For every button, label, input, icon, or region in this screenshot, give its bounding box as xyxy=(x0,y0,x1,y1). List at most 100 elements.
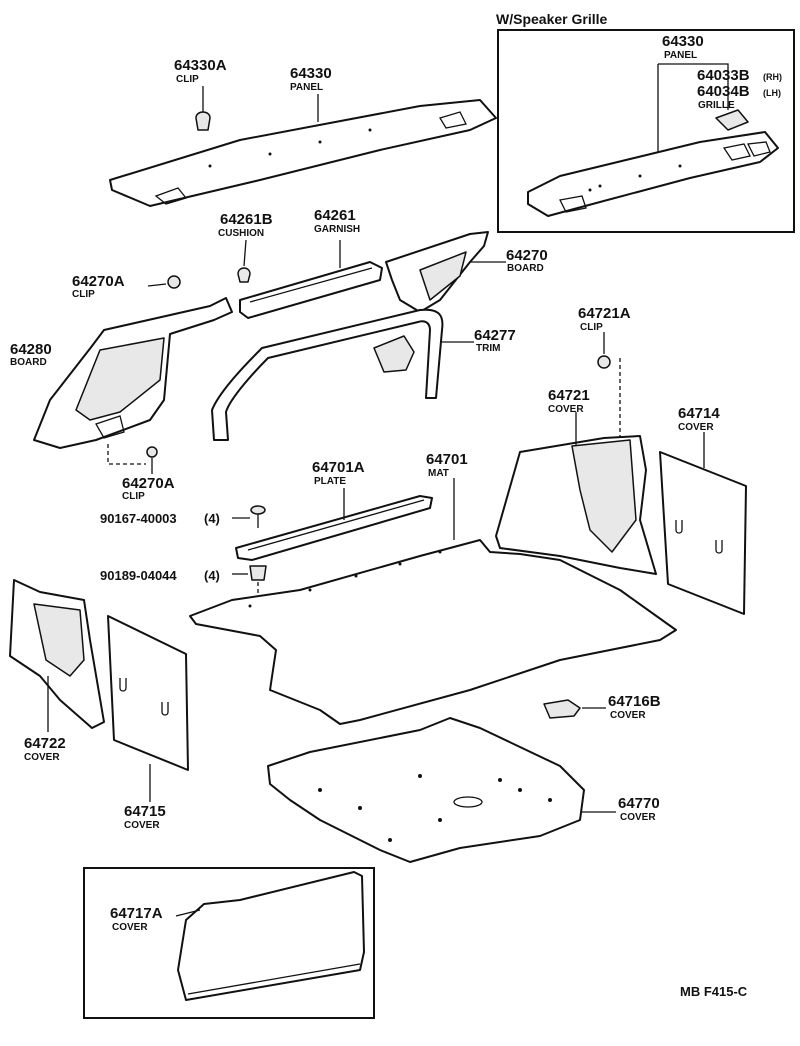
callout-64770: 64770 COVER xyxy=(618,795,660,823)
cover-64717A-inset: 64717A COVER xyxy=(83,867,375,1019)
cover-64716B: 64716B COVER xyxy=(543,693,661,721)
bottom-inset-frame xyxy=(83,867,375,1019)
svg-text:64034B: 64034B xyxy=(697,83,750,100)
garnish-64261: 64261B CUSHION 64261 GARNISH xyxy=(218,207,383,319)
svg-text:64701: 64701 xyxy=(426,451,468,468)
package-tray-panel: 64330A CLIP 64330 PANEL xyxy=(109,57,497,207)
svg-text:64717A: 64717A xyxy=(110,905,163,922)
callout-64330-inset: 64330 PANEL xyxy=(662,33,704,61)
svg-text:64770: 64770 xyxy=(618,795,660,812)
inset-title: W/Speaker Grille xyxy=(496,11,607,27)
speaker-grille-inset: W/Speaker Grille 64330 PANEL 64033B (RH)… xyxy=(496,11,795,233)
svg-text:64280: 64280 xyxy=(10,341,52,358)
callout-90167: 90167-40003 (4) xyxy=(100,511,220,526)
svg-text:PANEL: PANEL xyxy=(664,50,697,61)
svg-text:64330A: 64330A xyxy=(174,57,227,74)
mat-64701: 64701 MAT xyxy=(189,451,677,725)
svg-text:COVER: COVER xyxy=(610,710,646,721)
svg-text:64270: 64270 xyxy=(506,247,548,264)
svg-text:PLATE: PLATE xyxy=(314,476,346,487)
cover-64721: 64721A CLIP 64721 COVER xyxy=(495,305,657,575)
cover-64714: 64714 COVER xyxy=(659,405,747,615)
inset-frame xyxy=(497,29,795,233)
svg-text:CUSHION: CUSHION xyxy=(218,228,264,239)
svg-text:(4): (4) xyxy=(204,568,220,583)
screw-90167-icon xyxy=(232,505,266,528)
cushion-64261B-icon xyxy=(237,267,251,283)
inset-panel-shape xyxy=(527,131,779,217)
svg-text:64721: 64721 xyxy=(548,387,590,404)
callout-64270: 64270 BOARD xyxy=(506,247,548,274)
svg-text:64330: 64330 xyxy=(662,33,704,50)
svg-text:90189-04044: 90189-04044 xyxy=(100,568,177,583)
svg-text:64330: 64330 xyxy=(290,65,332,82)
callout-64280: 64280 BOARD xyxy=(10,341,52,368)
clip-64270A-top-icon xyxy=(147,275,181,289)
svg-text:64715: 64715 xyxy=(124,803,166,820)
svg-text:64714: 64714 xyxy=(678,405,720,422)
svg-text:64721A: 64721A xyxy=(578,305,631,322)
callout-64330A: 64330A CLIP xyxy=(174,57,227,85)
svg-text:BOARD: BOARD xyxy=(507,263,544,274)
callout-64701A: 64701A PLATE xyxy=(312,459,365,487)
callout-64717A: 64717A COVER xyxy=(110,905,163,933)
svg-text:GRILLE: GRILLE xyxy=(698,100,735,111)
svg-text:64722: 64722 xyxy=(24,735,66,752)
callout-64277: 64277 TRIM xyxy=(474,327,516,354)
board-64270: 64270 BOARD xyxy=(385,231,548,313)
callout-64714: 64714 COVER xyxy=(678,405,720,433)
board-64280: 64280 BOARD 64270A CLIP 64270A CLIP xyxy=(10,273,233,502)
callout-64270A-top: 64270A CLIP xyxy=(72,273,125,300)
callout-64721: 64721 COVER xyxy=(548,387,590,415)
svg-text:MAT: MAT xyxy=(428,468,449,479)
svg-text:64701A: 64701A xyxy=(312,459,365,476)
callout-64034B: 64034B (LH) GRILLE xyxy=(697,83,781,111)
trim-64277: 64277 TRIM xyxy=(211,308,516,441)
svg-text:TRIM: TRIM xyxy=(476,343,500,354)
callout-64721A: 64721A CLIP xyxy=(578,305,631,333)
clip-64721A-icon xyxy=(597,355,611,369)
drawing-code: MB F415-C xyxy=(680,984,748,999)
svg-text:64261B: 64261B xyxy=(220,211,273,228)
callout-64033B: 64033B (RH) xyxy=(697,67,782,84)
callout-90189: 90189-04044 (4) xyxy=(100,568,220,583)
inset-grille-shape xyxy=(715,109,749,131)
svg-text:COVER: COVER xyxy=(112,922,148,933)
callout-64716B: 64716B COVER xyxy=(608,693,661,721)
callout-64270A-bottom: 64270A CLIP xyxy=(122,475,175,502)
svg-text:64270A: 64270A xyxy=(122,475,175,492)
svg-text:64261: 64261 xyxy=(314,207,356,224)
cover-64715: 64715 COVER xyxy=(107,615,189,831)
svg-text:COVER: COVER xyxy=(678,422,714,433)
svg-text:64270A: 64270A xyxy=(72,273,125,290)
svg-text:PANEL: PANEL xyxy=(290,82,323,93)
callout-64715: 64715 COVER xyxy=(124,803,166,831)
svg-text:64277: 64277 xyxy=(474,327,516,344)
cover-64722: 64722 COVER xyxy=(9,579,105,763)
clip-64270A-bottom-icon xyxy=(146,446,158,474)
svg-text:COVER: COVER xyxy=(620,812,656,823)
cover-64716B-icon xyxy=(543,699,581,719)
svg-text:COVER: COVER xyxy=(548,404,584,415)
svg-text:BOARD: BOARD xyxy=(10,357,47,368)
svg-text:CLIP: CLIP xyxy=(580,322,603,333)
svg-text:COVER: COVER xyxy=(124,820,160,831)
callout-64701: 64701 MAT xyxy=(426,451,468,479)
svg-text:COVER: COVER xyxy=(24,752,60,763)
callout-64261B: 64261B CUSHION xyxy=(218,211,273,239)
callout-64330: 64330 PANEL xyxy=(290,65,332,93)
svg-text:(LH): (LH) xyxy=(763,88,781,98)
svg-text:(4): (4) xyxy=(204,511,220,526)
svg-text:CLIP: CLIP xyxy=(122,491,145,502)
clip-64330A-icon xyxy=(195,86,211,131)
callout-64261: 64261 GARNISH xyxy=(314,207,360,235)
svg-text:90167-40003: 90167-40003 xyxy=(100,511,177,526)
callout-64722: 64722 COVER xyxy=(24,735,66,763)
cover-64770: 64770 COVER xyxy=(267,717,660,863)
svg-text:CLIP: CLIP xyxy=(72,289,95,300)
svg-text:64033B: 64033B xyxy=(697,67,750,84)
svg-text:CLIP: CLIP xyxy=(176,74,199,85)
svg-text:(RH): (RH) xyxy=(763,72,782,82)
svg-text:64716B: 64716B xyxy=(608,693,661,710)
